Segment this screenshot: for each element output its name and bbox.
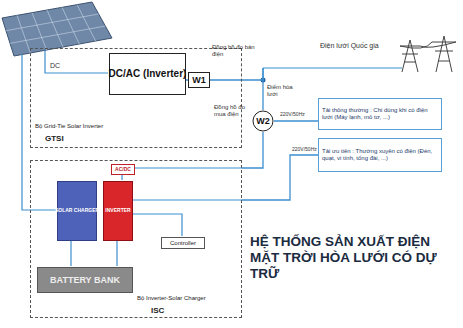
node-text: BATTERY BANK — [50, 275, 120, 285]
node-text: SOLAR CHARGER — [55, 208, 99, 214]
node-text: W2 — [256, 116, 270, 126]
connector — [242, 132, 263, 168]
node-text: Controller — [170, 240, 196, 247]
title: HỆ THỐNG SẢN XUẤT ĐIỆN MẶT TRỜI HÒA LƯỚI… — [250, 234, 458, 283]
node-text: Tải ưu tiên : Thường xuyên có điện (Đèn,… — [322, 148, 438, 162]
connector — [210, 68, 263, 80]
inverter-box: DC/AC (Inverter) — [109, 53, 186, 95]
meter-box: W1 — [188, 72, 210, 88]
node-text: Tải thông thường : Chi dùng khi có điện … — [322, 107, 438, 121]
meter-circle: W2 — [252, 110, 274, 132]
region-caption: Bộ Grid-Tie Solar Inverter — [35, 123, 103, 129]
node-text: DC/AC (Inverter) — [109, 68, 187, 80]
annotation-label: 220V/50Hz — [280, 112, 314, 118]
annotation-label: 220V/50Hz — [292, 147, 318, 153]
grid-node: Điện lưới Quốc gia — [262, 38, 460, 68]
battery-box: BATTERY BANK — [37, 267, 133, 293]
gtsi-region: Bộ Grid-Tie Solar InverterGTSI DC/AC (Inv… — [30, 48, 242, 148]
acdc-box: AC/DC — [111, 164, 135, 175]
node-text: AC/DC — [115, 167, 131, 173]
isc-region: Bộ Inverter-Solar ChargerISC SOLAR CHARGE… — [30, 160, 242, 318]
node-text: INVERTER — [105, 208, 130, 214]
load-box: Tải ưu tiên : Thường xuyên có điện (Đèn,… — [318, 138, 442, 172]
region-tag: GTSI — [45, 134, 64, 143]
load-box: Tải thông thường : Chi dùng khi có điện … — [318, 98, 442, 130]
node-text: W1 — [192, 75, 206, 85]
annotation-label: Đồng hồ đo mua điện — [214, 104, 250, 117]
annotation-label: Đồng hồ đo bán điện — [212, 44, 256, 57]
connector — [274, 120, 318, 121]
node-text: Điện lưới Quốc gia — [320, 42, 379, 50]
annotation-label: Điểm hòa lưới — [267, 84, 303, 97]
controller-box: Controller — [161, 237, 205, 249]
inverter-box: INVERTER — [103, 181, 133, 241]
charger-box: SOLAR CHARGER — [57, 181, 97, 241]
annotation-label: DC — [50, 62, 70, 70]
region-tag: ISC — [151, 306, 164, 315]
connector — [262, 68, 263, 110]
power-towers — [400, 36, 456, 72]
panel-grid — [6, 5, 105, 53]
region-caption: Bộ Inverter-Solar Charger — [137, 295, 206, 301]
connector — [242, 155, 318, 200]
